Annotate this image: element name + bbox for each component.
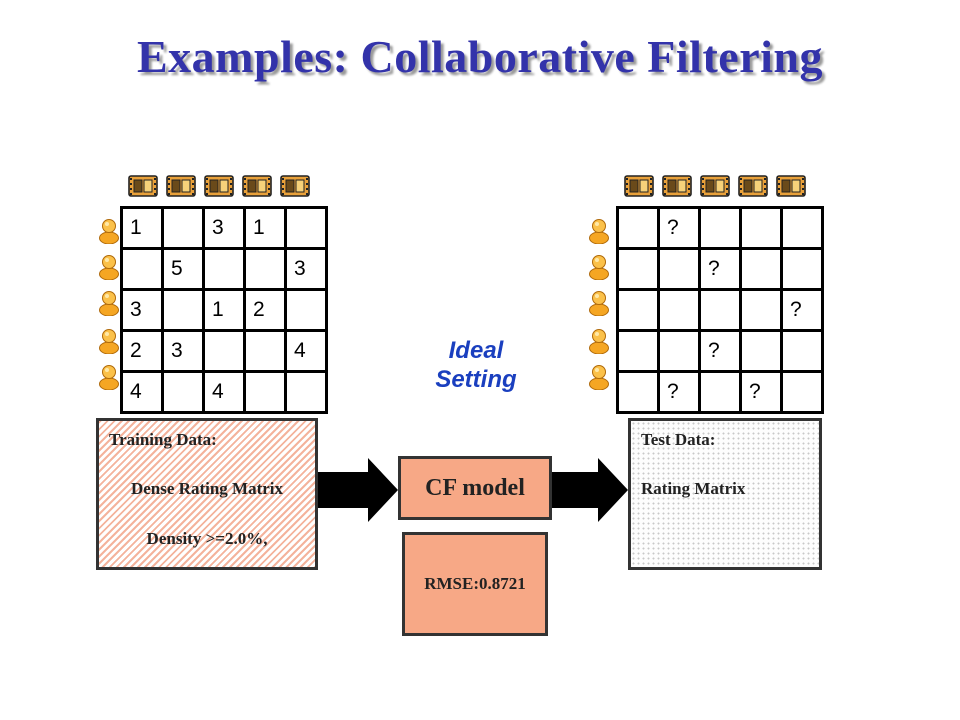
film-reel-icon (204, 174, 234, 198)
matrix-cell: 2 (243, 288, 287, 332)
user-icon (98, 218, 120, 244)
matrix-cell: 5 (161, 247, 205, 291)
matrix-cell: 3 (161, 329, 205, 373)
ideal-line-2: Setting (435, 366, 517, 393)
matrix-row: ? (616, 206, 824, 250)
matrix-cell (284, 370, 328, 414)
training-density: Density >=2.0%, (146, 529, 268, 548)
film-reel-icon (700, 174, 730, 198)
training-data-box: Training Data: Dense Rating Matrix Densi… (96, 418, 318, 570)
matrix-cell: 1 (120, 206, 164, 250)
cf-model-box: CF model (398, 456, 552, 520)
user-icon (588, 328, 610, 354)
matrix-row: 5 3 (120, 247, 328, 291)
matrix-cell: 4 (120, 370, 164, 414)
matrix-row: 1 3 1 (120, 206, 328, 250)
matrix-cell (780, 247, 824, 291)
matrix-cell (616, 329, 660, 373)
training-rating-matrix: 1 3 1 5 3 3 1 2 2 3 4 4 4 (120, 206, 328, 414)
matrix-cell (780, 370, 824, 414)
matrix-row: ? (616, 288, 824, 332)
matrix-cell (202, 247, 246, 291)
arrow-right-icon (552, 458, 628, 522)
matrix-cell (698, 206, 742, 250)
matrix-cell: 2 (120, 329, 164, 373)
matrix-cell: ? (698, 329, 742, 373)
matrix-cell (161, 288, 205, 332)
matrix-row: 2 3 4 (120, 329, 328, 373)
test-heading: Test Data: (641, 430, 716, 449)
matrix-cell: 4 (202, 370, 246, 414)
matrix-cell (657, 329, 701, 373)
matrix-cell (120, 247, 164, 291)
ideal-line-1: Ideal (448, 337, 504, 364)
matrix-cell (657, 247, 701, 291)
matrix-cell (284, 288, 328, 332)
matrix-cell (739, 206, 783, 250)
user-icon (98, 364, 120, 390)
matrix-cell (739, 329, 783, 373)
film-reel-icon (738, 174, 768, 198)
matrix-row: ? (616, 329, 824, 373)
user-icon (98, 254, 120, 280)
matrix-cell (698, 370, 742, 414)
test-rating-matrix: ? ? ? ? ? ? (616, 206, 824, 414)
matrix-cell (780, 206, 824, 250)
matrix-cell: 3 (284, 247, 328, 291)
matrix-row: ? (616, 247, 824, 291)
matrix-cell: 1 (202, 288, 246, 332)
matrix-cell: 3 (202, 206, 246, 250)
matrix-cell (780, 329, 824, 373)
matrix-cell (202, 329, 246, 373)
matrix-cell (739, 288, 783, 332)
arrow-right-icon (318, 458, 398, 522)
matrix-cell: ? (657, 206, 701, 250)
matrix-cell (616, 247, 660, 291)
matrix-cell (739, 247, 783, 291)
matrix-cell (243, 329, 287, 373)
film-reel-icon (624, 174, 654, 198)
matrix-cell (243, 247, 287, 291)
matrix-cell (616, 288, 660, 332)
film-reel-icon (166, 174, 196, 198)
film-reel-icon (128, 174, 158, 198)
film-reel-icon (776, 174, 806, 198)
matrix-row: 4 4 (120, 370, 328, 414)
matrix-cell (616, 370, 660, 414)
matrix-cell (243, 370, 287, 414)
training-subtitle: Dense Rating Matrix (130, 479, 284, 498)
test-subtitle: Rating Matrix (641, 479, 746, 498)
user-icon (588, 364, 610, 390)
user-icon (98, 290, 120, 316)
slide-title: Examples: Collaborative Filtering (137, 31, 823, 82)
matrix-cell (161, 370, 205, 414)
film-reel-icon (280, 174, 310, 198)
training-heading: Training Data: (109, 430, 217, 449)
ideal-setting-label: Ideal Setting (418, 336, 534, 394)
matrix-cell (698, 288, 742, 332)
matrix-cell: ? (698, 247, 742, 291)
matrix-row: 3 1 2 (120, 288, 328, 332)
matrix-cell: 1 (243, 206, 287, 250)
film-reel-icon (662, 174, 692, 198)
matrix-cell: ? (780, 288, 824, 332)
matrix-cell: 4 (284, 329, 328, 373)
user-icon (98, 328, 120, 354)
matrix-row: ? ? (616, 370, 824, 414)
user-icon (588, 218, 610, 244)
matrix-cell: 3 (120, 288, 164, 332)
matrix-cell: ? (739, 370, 783, 414)
test-data-box: Test Data: Rating Matrix (628, 418, 822, 570)
user-icon (588, 290, 610, 316)
film-reel-icon (242, 174, 272, 198)
rmse-box: RMSE:0.8721 (402, 532, 548, 636)
matrix-cell (616, 206, 660, 250)
matrix-cell (161, 206, 205, 250)
matrix-cell (284, 206, 328, 250)
user-icon (588, 254, 610, 280)
matrix-cell: ? (657, 370, 701, 414)
matrix-cell (657, 288, 701, 332)
